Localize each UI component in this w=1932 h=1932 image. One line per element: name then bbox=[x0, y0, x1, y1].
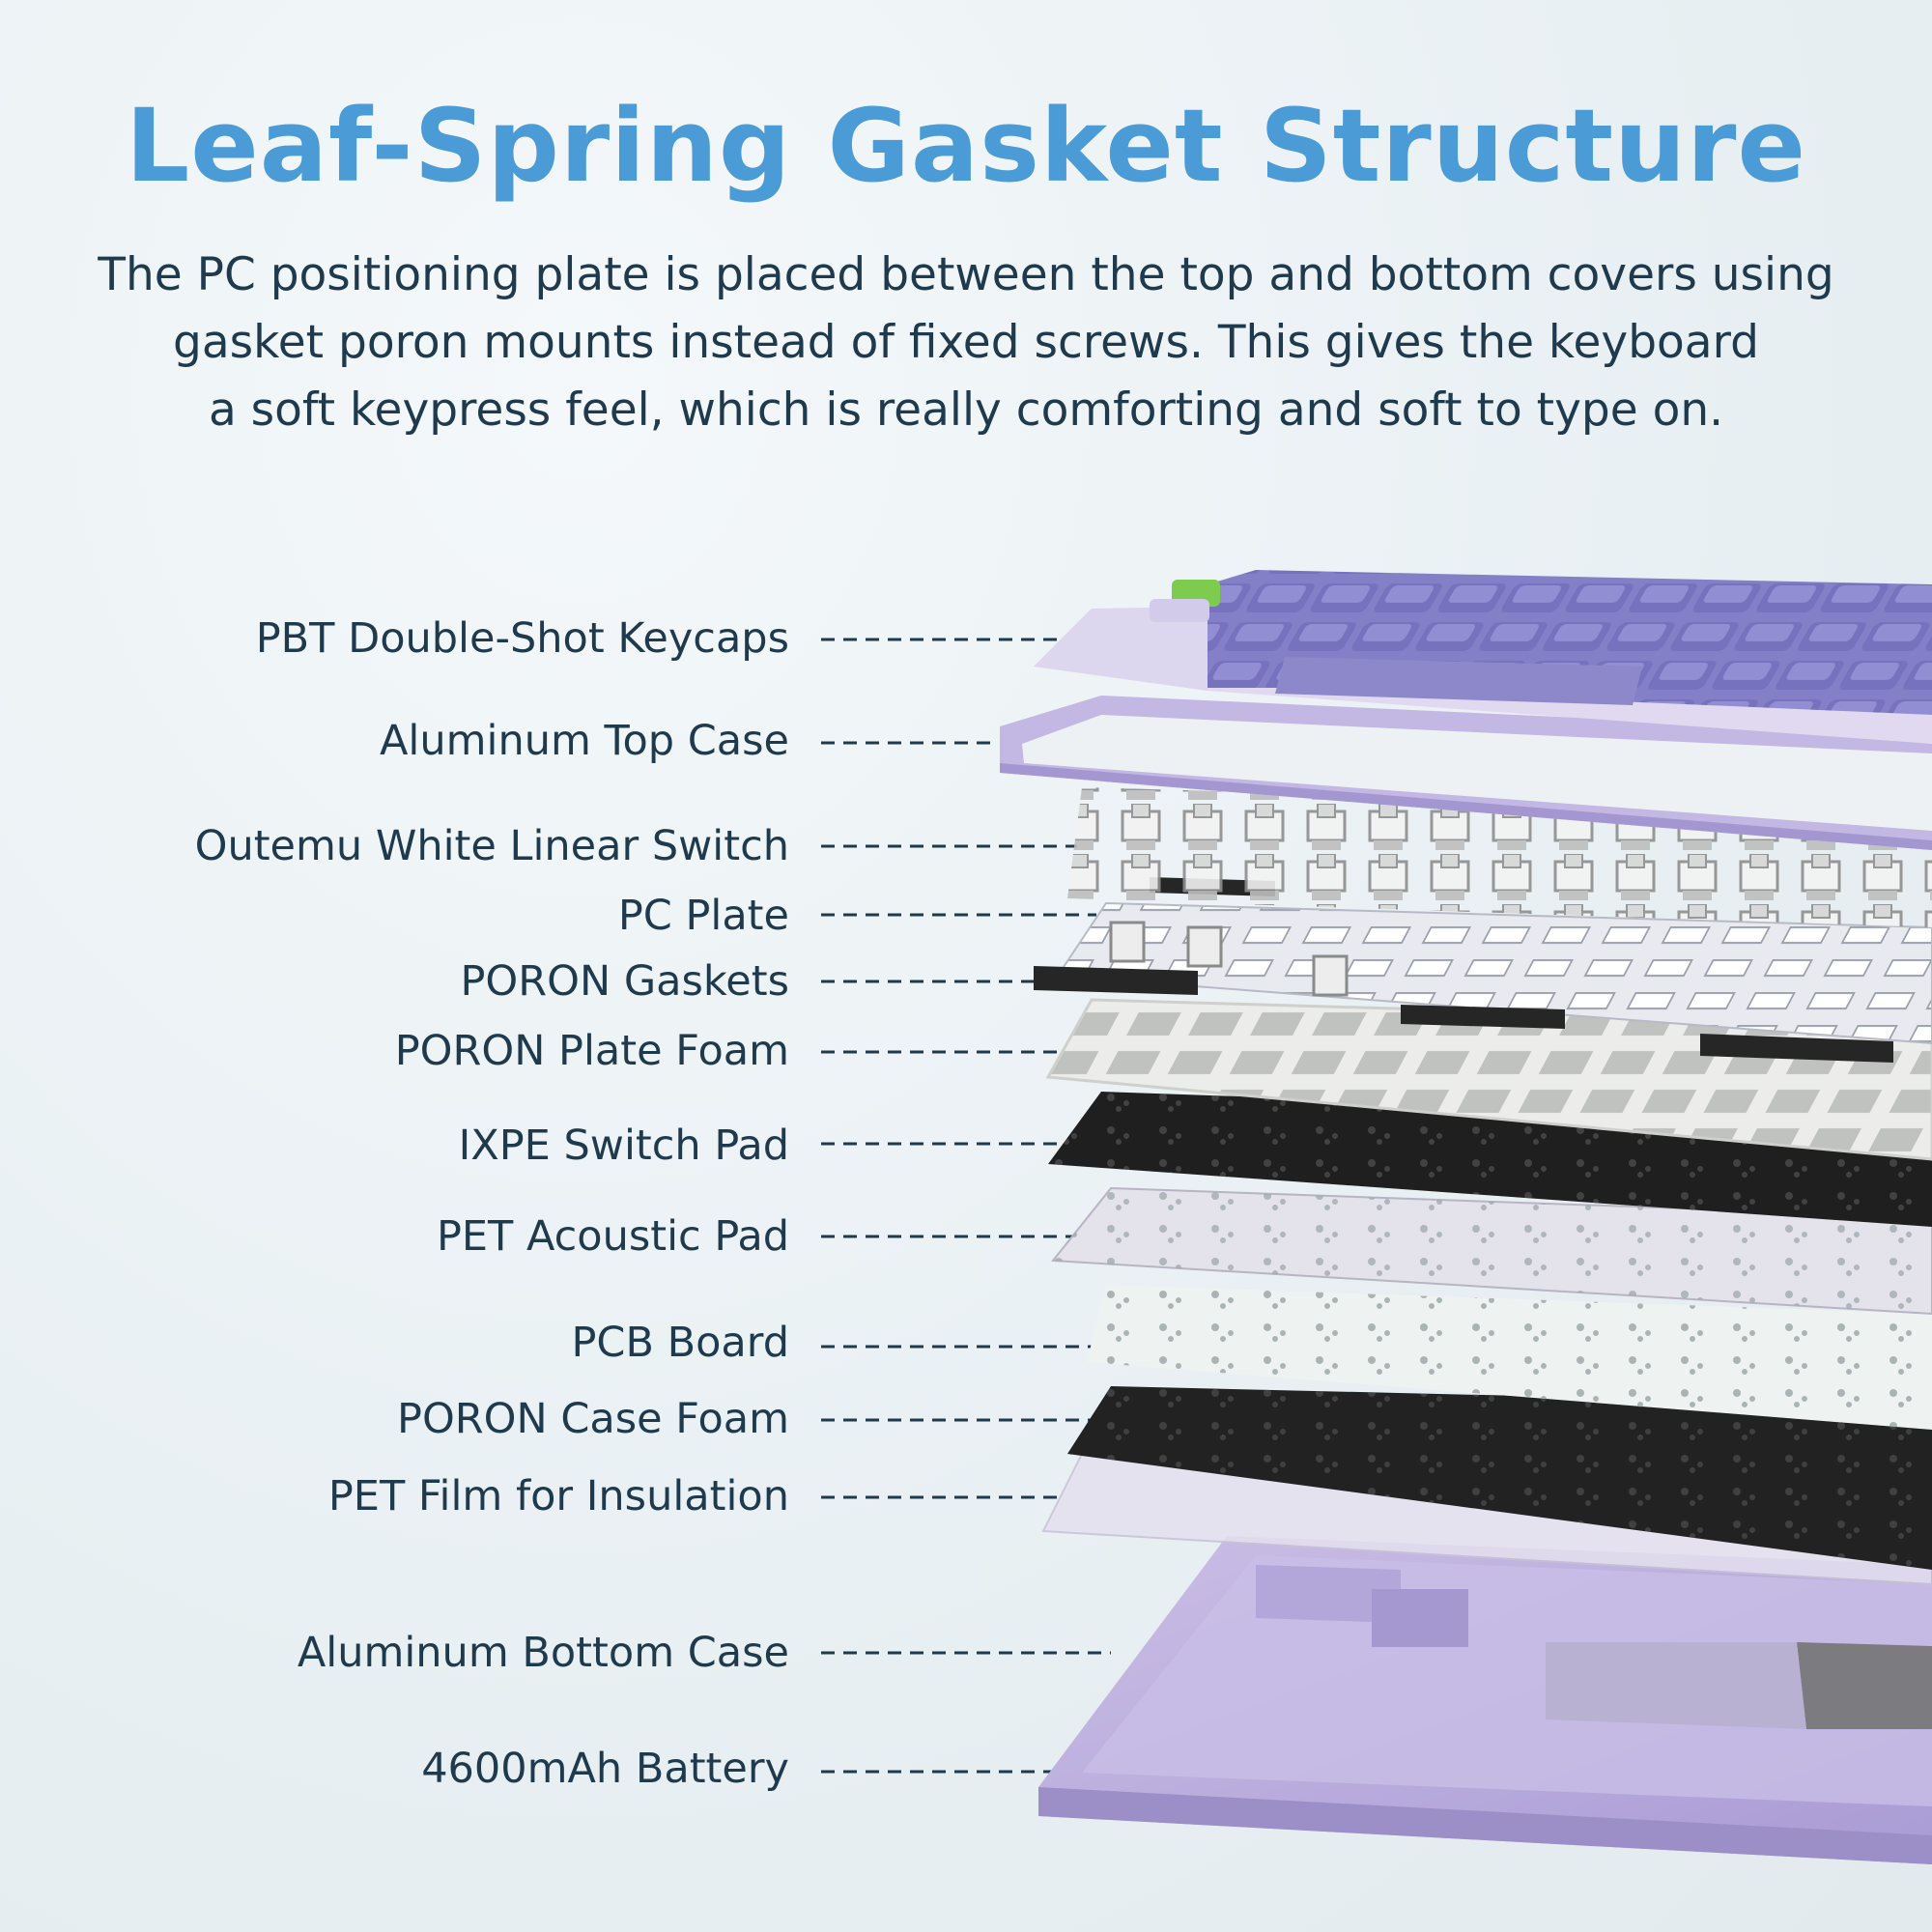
label-switch: Outemu White Linear Switch bbox=[194, 822, 789, 870]
label-pet-acoustic: PET Acoustic Pad bbox=[436, 1212, 789, 1261]
label-bottom-case: Aluminum Bottom Case bbox=[297, 1629, 789, 1677]
label-pet-film: PET Film for Insulation bbox=[327, 1472, 789, 1520]
label-pcb: PCB Board bbox=[571, 1319, 790, 1367]
gasket-icon bbox=[1034, 966, 1198, 995]
label-pc-plate: PC Plate bbox=[617, 892, 789, 940]
page-title: Leaf-Spring Gasket Structure bbox=[126, 87, 1806, 205]
description-line-2: gasket poron mounts instead of fixed scr… bbox=[173, 316, 1759, 369]
label-battery: 4600mAh Battery bbox=[421, 1745, 789, 1793]
label-poron-gaskets: PORON Gaskets bbox=[460, 957, 790, 1006]
bottom-case-layer bbox=[1038, 1536, 1932, 1864]
label-top-case: Aluminum Top Case bbox=[380, 717, 789, 765]
label-case-foam: PORON Case Foam bbox=[397, 1395, 789, 1443]
description-line-1: The PC positioning plate is placed betwe… bbox=[98, 248, 1834, 301]
label-keycaps: PBT Double-Shot Keycaps bbox=[255, 614, 789, 663]
label-ixpe-pad: IXPE Switch Pad bbox=[458, 1122, 789, 1170]
keycap-icon bbox=[1150, 580, 1220, 622]
description: The PC positioning plate is placed betwe… bbox=[39, 242, 1893, 444]
switch-icon bbox=[1109, 921, 1349, 997]
keycaps-layer bbox=[1034, 570, 1932, 744]
description-line-3: a soft keypress feel, which is really co… bbox=[208, 384, 1724, 437]
pc-plate-layer bbox=[1056, 901, 1932, 1045]
poron-gaskets bbox=[1034, 877, 1893, 1063]
top-case-layer bbox=[1000, 696, 1932, 850]
label-plate-foam: PORON Plate Foam bbox=[394, 1027, 789, 1075]
